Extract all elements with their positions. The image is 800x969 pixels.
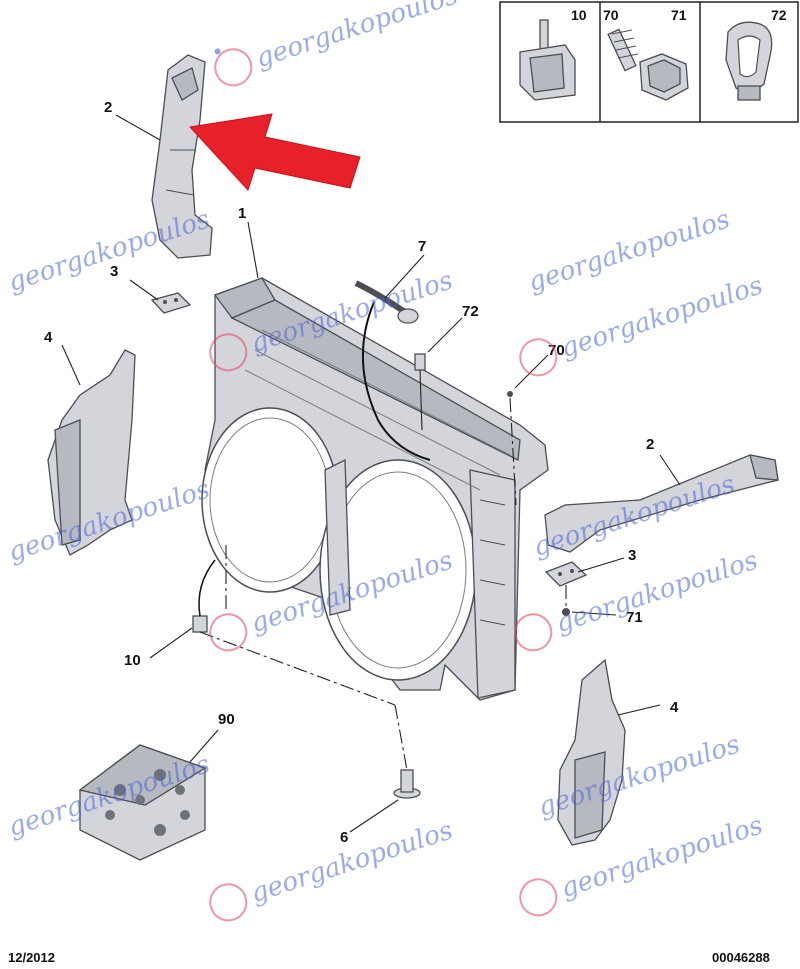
footer-date: 12/2012 bbox=[8, 950, 55, 965]
plate-3-upper bbox=[150, 292, 192, 314]
clip-72-icon bbox=[725, 21, 773, 101]
watermark-logo-icon: georgakopoulos bbox=[209, 815, 456, 922]
footer-reference: 00046288 bbox=[712, 950, 770, 965]
front-panel-1 bbox=[201, 277, 549, 701]
callout-4-right: 4 bbox=[670, 699, 679, 716]
bracket-2-upper bbox=[151, 54, 213, 259]
inset-header-71: 71 bbox=[671, 7, 687, 23]
inset-header-10: 10 bbox=[571, 7, 587, 23]
watermark-logo-icon: georgakopoulos bbox=[519, 810, 766, 917]
callout-72: 72 bbox=[462, 303, 479, 320]
watermark-text: georgakopoulos bbox=[557, 270, 766, 363]
watermark-logo-icon: georgakopoulos bbox=[214, 0, 461, 87]
callout-7: 7 bbox=[418, 238, 426, 255]
callout-3-lower: 3 bbox=[628, 547, 636, 564]
watermark-text: georgakopoulos bbox=[247, 815, 456, 908]
callouts: 2 1 3 4 7 72 70 2 3 71 4 10 90 6 bbox=[44, 99, 679, 846]
clip-72-main bbox=[414, 353, 426, 431]
kit-box-90 bbox=[78, 744, 207, 861]
plate-3-lower bbox=[544, 561, 588, 587]
watermark-text: georgakopoulos bbox=[552, 545, 761, 638]
deflector-4-left bbox=[47, 349, 136, 556]
callout-4-left: 4 bbox=[44, 329, 53, 346]
screw-70-icon bbox=[607, 28, 639, 72]
leader-lines bbox=[61, 114, 681, 833]
hardware-inset: 10 70 71 72 bbox=[499, 1, 799, 123]
callout-71: 71 bbox=[626, 609, 643, 626]
callout-6: 6 bbox=[340, 829, 348, 846]
callout-3-upper: 3 bbox=[110, 263, 118, 280]
watermark-text: georgakopoulos bbox=[252, 0, 461, 74]
inset-header-70: 70 bbox=[603, 7, 619, 23]
screw-70-main bbox=[507, 391, 517, 506]
bolt-71-main bbox=[562, 608, 570, 616]
callout-1: 1 bbox=[238, 205, 246, 222]
red-arrow-icon bbox=[189, 113, 361, 191]
callout-90: 90 bbox=[218, 711, 235, 728]
clip-10-icon bbox=[519, 19, 576, 101]
cable-7 bbox=[354, 280, 431, 461]
assembly-lines bbox=[199, 545, 567, 771]
grommet-6 bbox=[393, 769, 421, 799]
callout-2-upper: 2 bbox=[104, 99, 112, 116]
clip-10-main bbox=[192, 559, 216, 633]
deflector-4-right bbox=[557, 658, 626, 846]
inset-header-72: 72 bbox=[771, 7, 787, 23]
bolt-71-icon bbox=[639, 53, 689, 101]
callout-10: 10 bbox=[124, 652, 141, 669]
bracket-2-right bbox=[544, 454, 779, 553]
watermark-text: georgakopoulos bbox=[525, 204, 734, 297]
callout-2-right: 2 bbox=[646, 436, 654, 453]
